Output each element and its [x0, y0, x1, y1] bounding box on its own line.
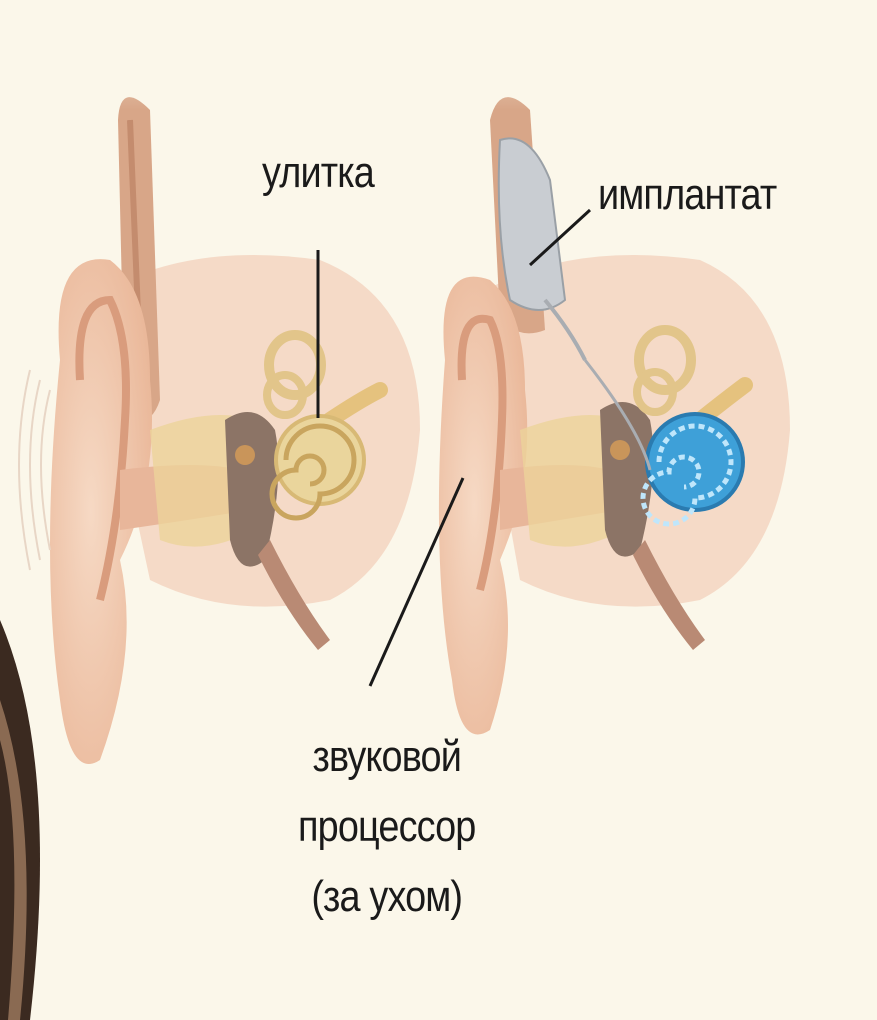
sound-processor-label: звуковой процессор (за ухом)	[298, 722, 475, 932]
cochlea-label: улитка	[262, 148, 374, 198]
implant-device	[499, 138, 565, 310]
implant-label: имплантат	[598, 170, 776, 220]
processor-label-line1: звуковой	[298, 722, 475, 792]
processor-label-line3: (за ухом)	[298, 862, 475, 932]
processor-label-line2: процессор	[298, 792, 475, 862]
